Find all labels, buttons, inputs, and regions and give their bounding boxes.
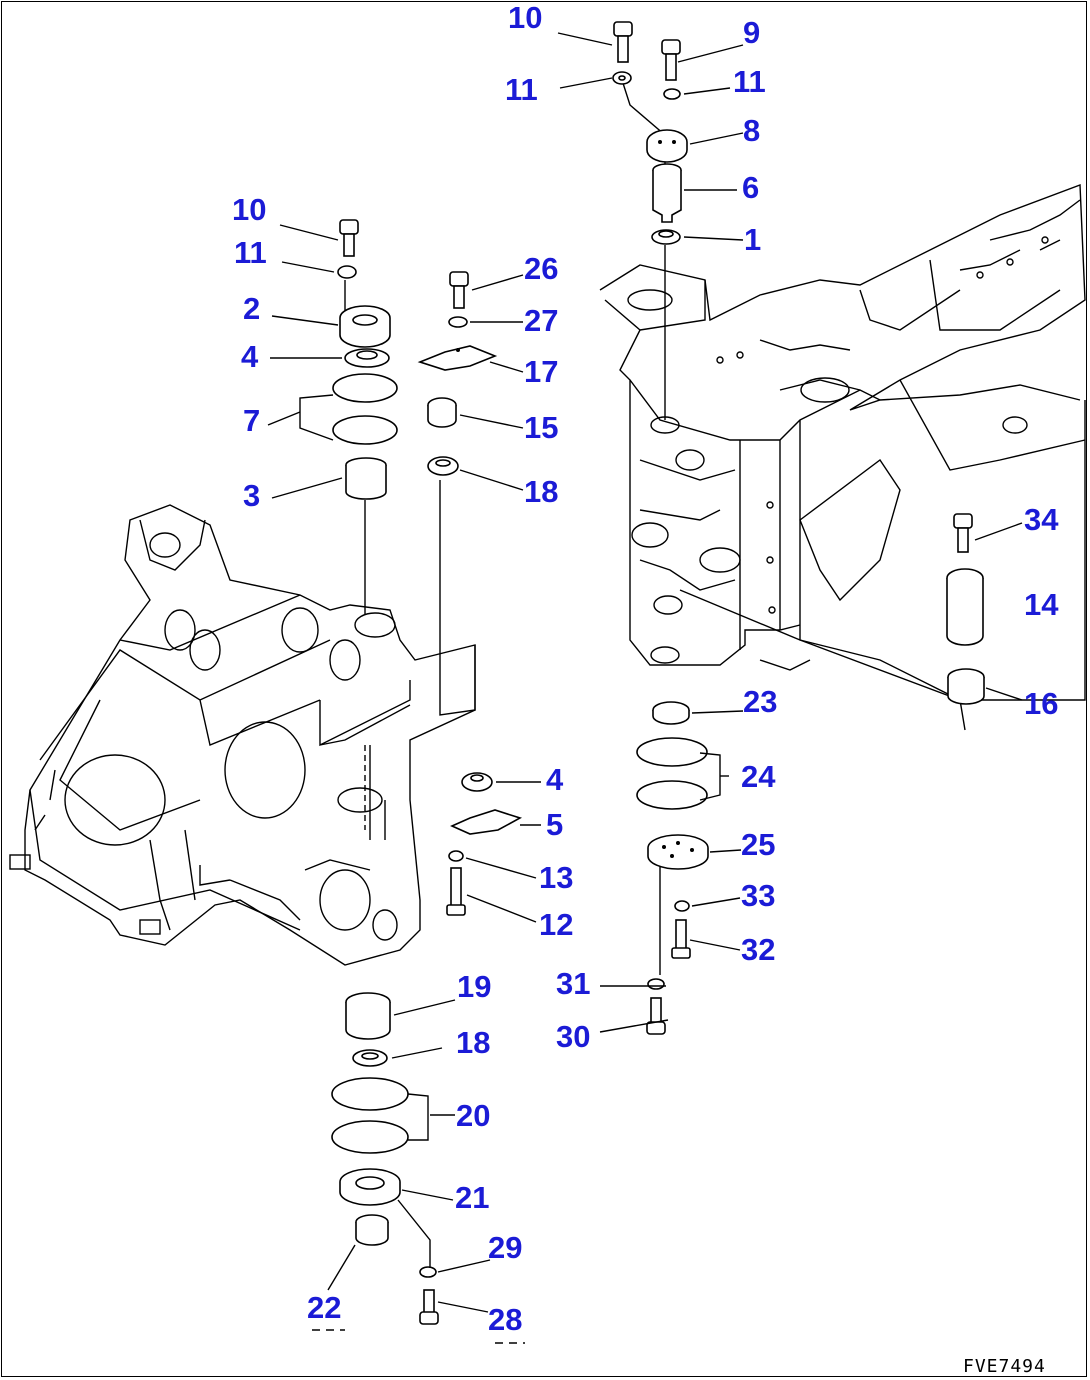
callout-13: 13 — [539, 860, 573, 895]
callout-15: 15 — [524, 410, 558, 445]
callout-11: 11 — [505, 72, 538, 107]
part-7-shims — [299, 373, 398, 445]
callout-17: 17 — [524, 354, 558, 389]
part-8-plate — [646, 129, 688, 163]
callout-20: 20 — [456, 1098, 490, 1133]
callout-24: 24 — [741, 759, 776, 794]
part-11-washer-a — [612, 71, 632, 85]
callout-29: 29 — [488, 1230, 522, 1265]
callout-12: 12 — [539, 907, 573, 942]
part-4-seal-top — [344, 348, 390, 368]
callout-34: 34 — [1024, 502, 1059, 537]
part-11-washer-b — [663, 88, 681, 100]
part-28-bolt — [419, 1289, 439, 1325]
callout-11: 11 — [733, 64, 766, 99]
part-33-washer — [674, 900, 690, 912]
part-10-bolt-top — [613, 21, 633, 63]
part-26-bolt — [449, 271, 469, 309]
callout-leaders — [267, 32, 1023, 1344]
drawing-code: FVE7494 — [963, 1356, 1046, 1377]
part-27-washer — [448, 316, 468, 328]
callout-11: 11 — [234, 235, 267, 270]
callout-27: 27 — [524, 303, 558, 338]
callout-3: 3 — [243, 478, 260, 513]
part-11-washer-left — [337, 265, 357, 279]
callout-8: 8 — [743, 113, 760, 148]
callout-9: 9 — [743, 15, 760, 50]
callout-2: 2 — [243, 291, 260, 326]
part-34-bolt — [953, 513, 973, 553]
part-19-bushing — [345, 992, 391, 1040]
part-15-collar — [427, 397, 457, 428]
callout-23: 23 — [743, 684, 777, 719]
part-21-cover — [339, 1168, 401, 1206]
callout-14: 14 — [1024, 587, 1059, 622]
callout-21: 21 — [455, 1180, 489, 1215]
part-3-bushing — [345, 457, 387, 500]
part-24-shims — [636, 737, 721, 810]
callout-10: 10 — [232, 192, 266, 227]
callout-4: 4 — [241, 339, 259, 374]
callout-22: 22 — [307, 1290, 341, 1325]
front-frame — [9, 504, 476, 966]
part-2-cap — [339, 305, 391, 348]
part-30-bolt — [646, 997, 666, 1035]
callout-33: 33 — [741, 878, 775, 913]
callout-18: 18 — [524, 474, 558, 509]
part-1-bushing — [651, 229, 681, 245]
part-16-collar — [947, 668, 985, 705]
rear-frame — [599, 184, 1086, 701]
callout-18: 18 — [456, 1025, 490, 1060]
callout-19: 19 — [457, 969, 491, 1004]
callout-1: 1 — [744, 222, 761, 257]
callout-30: 30 — [556, 1019, 590, 1054]
callout-16: 16 — [1024, 686, 1058, 721]
part-5-lock-plate — [450, 809, 523, 835]
callout-31: 31 — [556, 966, 590, 1001]
part-18-ring-lower — [352, 1049, 388, 1067]
part-9-bolt — [661, 39, 681, 81]
callout-25: 25 — [741, 827, 775, 862]
part-14-pin — [946, 568, 984, 646]
part-29-washer — [397, 1199, 437, 1278]
callout-5: 5 — [546, 807, 563, 842]
part-25-cover — [647, 834, 709, 870]
part-23-seal — [652, 701, 690, 725]
part-10-bolt-left — [339, 219, 359, 257]
part-31-washer — [647, 978, 665, 990]
callout-26: 26 — [524, 251, 558, 286]
callout-6: 6 — [742, 170, 759, 205]
callout-10: 10 — [508, 0, 542, 35]
part-12-bolt — [446, 867, 466, 916]
part-22-collar — [355, 1214, 389, 1246]
part-32-bolt — [671, 919, 691, 959]
part-13-washer — [448, 850, 464, 862]
callout-32: 32 — [741, 932, 775, 967]
callout-labels: 10 9 11 11 8 6 1 10 11 26 2 27 4 17 7 15… — [232, 0, 1059, 1337]
part-17-lock-plate — [417, 345, 498, 371]
part-20-shims — [331, 1077, 429, 1154]
part-18-ring-top — [427, 456, 459, 476]
part-6-pin — [652, 163, 682, 223]
callout-7: 7 — [243, 403, 260, 438]
part-4-seal-lower — [461, 772, 493, 792]
callout-28: 28 — [488, 1302, 522, 1337]
callout-4: 4 — [546, 762, 564, 797]
